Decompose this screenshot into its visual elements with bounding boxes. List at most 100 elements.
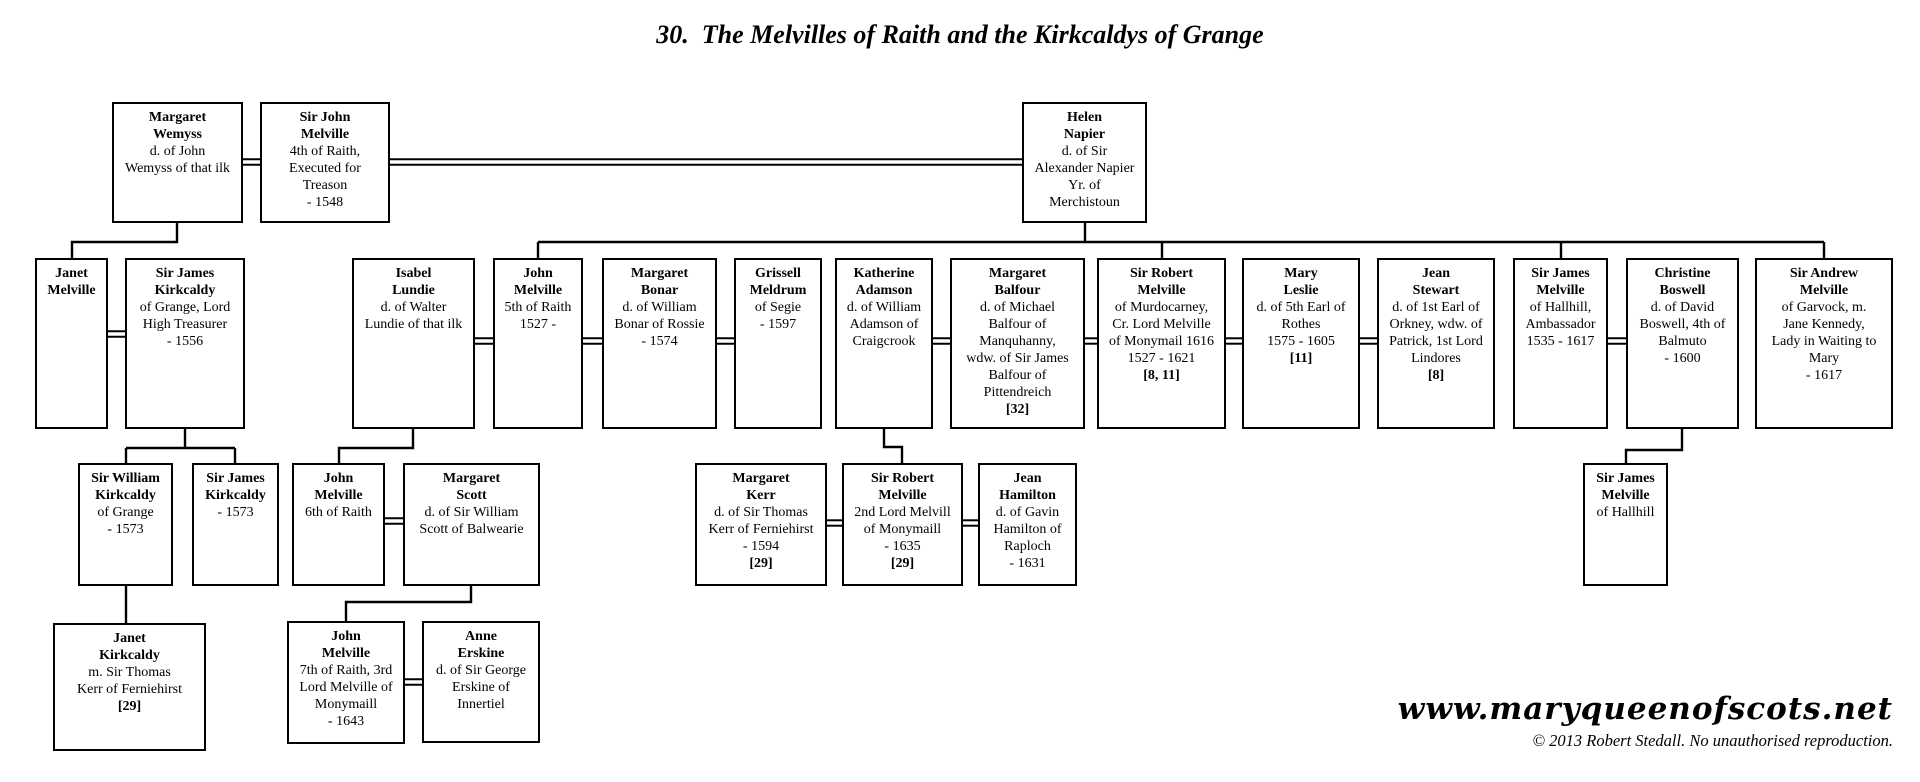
person-details: 2nd Lord Melvill	[854, 505, 951, 520]
watermark-url: www.maryqueenofscots.net	[1397, 691, 1893, 727]
person-details: Erskine of	[452, 680, 510, 695]
person-details: Kerr of Ferniehirst	[708, 522, 814, 537]
person-details: d. of Sir	[1061, 144, 1108, 159]
person-details: of Grange	[97, 505, 154, 520]
person-details: Rothes	[1281, 317, 1321, 332]
person-name: John	[523, 266, 553, 281]
person-name: Melville	[513, 283, 563, 298]
person-name: Balfour	[994, 283, 1041, 298]
person-ref: [29]	[117, 699, 142, 714]
person-ref: [29]	[749, 556, 773, 571]
person-details: - 1600	[1664, 351, 1701, 366]
person-name: Sir James	[1596, 471, 1655, 486]
person-details: Ambassador	[1525, 317, 1596, 332]
person-details: d. of Sir William	[424, 505, 519, 520]
person-ref: [29]	[890, 556, 915, 571]
person-details: - 1573	[107, 522, 144, 537]
person-details: Raploch	[1004, 539, 1051, 554]
person-name: Jean	[1013, 471, 1042, 486]
person-details: 1575 - 1605	[1267, 334, 1335, 349]
person-details: Patrick, 1st Lord	[1389, 334, 1483, 349]
person-name: Janet	[55, 266, 88, 281]
person-details: - 1573	[217, 505, 254, 520]
person-name: Kirkcaldy	[154, 283, 216, 298]
descent-line	[70, 223, 179, 258]
person-name: Melville	[321, 646, 371, 661]
person-details: of Hallhill	[1596, 505, 1655, 520]
person-name: Isabel	[395, 266, 432, 281]
person-details: Lord Melville of	[299, 680, 393, 695]
person-details: Balmuto	[1658, 334, 1707, 349]
person-name: Sir Robert	[870, 471, 935, 486]
person-details: wdw. of Sir James	[966, 351, 1069, 366]
person-name: Margaret	[442, 471, 501, 486]
person-details: Treason	[302, 178, 348, 193]
person-name: Margaret	[732, 471, 790, 486]
person-details: of Garvock, m.	[1781, 300, 1867, 315]
person-ref: [8, 11]	[1143, 368, 1180, 383]
person-name: Melville	[1601, 488, 1650, 503]
watermark: www.maryqueenofscots.net © 2013 Robert S…	[1398, 690, 1893, 751]
person-details: 5th of Raith	[504, 300, 572, 315]
person-name: Melville	[314, 488, 363, 503]
person-details: - 1635	[884, 539, 921, 554]
person-name: Melville	[1536, 283, 1585, 298]
person-details: Manquhanny,	[979, 334, 1056, 349]
person-name: John	[331, 629, 361, 644]
person-name: Grissell	[755, 266, 801, 281]
person-details: 1527 -	[519, 317, 557, 332]
watermark-copyright: © 2013 Robert Stedall. No unauthorised r…	[1532, 731, 1893, 750]
person-name: Katherine	[853, 266, 915, 281]
person-details: Wemyss of that ilk	[124, 161, 231, 176]
descent-line	[344, 586, 473, 621]
person-details: d. of David	[1650, 300, 1715, 315]
person-name: Melville	[1799, 283, 1849, 298]
person-name: Meldrum	[749, 283, 807, 298]
person-details: d. of William	[622, 300, 697, 315]
person-name: Hamilton	[999, 488, 1056, 503]
person-details: High Treasurer	[142, 317, 228, 332]
descent-line	[882, 429, 904, 463]
person-name: Kerr	[746, 488, 776, 503]
descent-line	[337, 429, 415, 463]
person-details: 4th of Raith,	[289, 144, 361, 159]
person-name: Kirkcaldy	[205, 488, 266, 503]
person-details: Innertiel	[457, 697, 505, 712]
person-name: Stewart	[1412, 283, 1460, 298]
person-details: Boswell, 4th of	[1639, 317, 1726, 332]
person-details: of Hallhill,	[1529, 300, 1592, 315]
person-details: of Segie	[754, 300, 802, 315]
person-name: Jean	[1422, 266, 1450, 281]
person-details: of Monymail 1616	[1109, 334, 1214, 349]
person-details: of Monymaill	[863, 522, 942, 537]
person-details: Craigcrook	[852, 334, 916, 349]
person-name: Margaret	[630, 266, 689, 281]
person-details: of Grange, Lord	[139, 300, 231, 315]
person-details: d. of John	[149, 144, 206, 159]
person-details: - 1643	[327, 714, 365, 729]
person-details: Lindores	[1411, 351, 1461, 366]
person-details: Monymaill	[314, 697, 378, 712]
person-details: Balfour of	[988, 368, 1047, 383]
person-details: - 1631	[1009, 556, 1046, 571]
person-name: Mary	[1284, 266, 1318, 281]
